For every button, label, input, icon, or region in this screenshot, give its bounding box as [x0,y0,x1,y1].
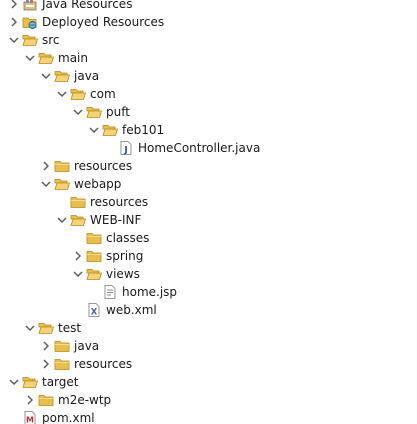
xml-file-icon: X [86,302,102,318]
tree-item[interactable]: java [0,337,417,355]
folder-icon [70,194,86,210]
tree-item[interactable]: classes [0,229,417,247]
tree-item[interactable]: resources [0,193,417,211]
tree-item-label: java [74,339,100,353]
java-resources-icon [22,0,38,12]
tree-item-label: m2e-wtp [58,393,112,407]
chevron-down-icon[interactable] [56,88,68,100]
jsp-file-icon [102,284,118,300]
tree-item[interactable]: views [0,265,417,283]
chevron-right-icon[interactable] [8,16,20,28]
tree-item[interactable]: J HomeController.java [0,139,417,157]
tree-item[interactable]: target [0,373,417,391]
tree-item-label: Deployed Resources [42,15,165,29]
tree-item-label: puft [106,105,130,119]
tree-item-label: views [106,267,140,281]
chevron-right-icon[interactable] [40,160,52,172]
tree-item-label: Java Resources [42,0,133,11]
folder-icon [54,356,70,372]
folder-icon [54,158,70,174]
tree-item[interactable]: home.jsp [0,283,417,301]
tree-item-label: resources [74,357,133,371]
tree-item[interactable]: resources [0,157,417,175]
chevron-down-icon[interactable] [88,124,100,136]
tree-item-label: webapp [74,177,122,191]
folder-open-icon [22,32,38,48]
tree-item-label: java [74,69,100,83]
folder-open-icon [70,86,86,102]
tree-item-label: resources [74,159,133,173]
tree-item-label: test [58,321,82,335]
chevron-right-icon[interactable] [40,358,52,370]
chevron-down-icon[interactable] [40,178,52,190]
chevron-right-icon[interactable] [8,0,20,10]
tree-item[interactable]: resources [0,355,417,373]
tree-item[interactable]: WEB-INF [0,211,417,229]
tree-item-label: WEB-INF [90,213,142,227]
tree-item[interactable]: puft [0,103,417,121]
chevron-down-icon[interactable] [24,52,36,64]
tree-item[interactable]: java [0,67,417,85]
chevron-down-icon[interactable] [40,70,52,82]
folder-open-icon [86,266,102,282]
maven-pom-icon: M [22,410,38,424]
folder-open-icon [102,122,118,138]
folder-open-icon [38,50,54,66]
chevron-right-icon[interactable] [72,250,84,262]
deployed-resources-icon [22,14,38,30]
folder-open-icon [70,212,86,228]
tree-item[interactable]: test [0,319,417,337]
chevron-down-icon[interactable] [72,268,84,280]
tree-item[interactable]: spring [0,247,417,265]
tree-item[interactable]: src [0,31,417,49]
chevron-down-icon[interactable] [24,322,36,334]
tree-item-label: main [58,51,88,65]
tree-item-label: resources [90,195,149,209]
folder-icon [54,338,70,354]
tree-item-label: target [42,375,79,389]
folder-open-icon [54,68,70,84]
tree-item[interactable]: feb101 [0,121,417,139]
tree-item[interactable]: m2e-wtp [0,391,417,409]
chevron-right-icon[interactable] [40,340,52,352]
chevron-down-icon[interactable] [56,214,68,226]
folder-icon [86,248,102,264]
tree-item-label: web.xml [106,303,157,317]
tree-item-label: home.jsp [122,285,178,299]
chevron-right-icon[interactable] [24,394,36,406]
tree-item-label: pom.xml [42,411,95,424]
folder-open-icon [86,104,102,120]
tree-item[interactable]: main [0,49,417,67]
tree-item-label: HomeController.java [138,141,261,155]
folder-open-icon [22,374,38,390]
svg-text:M: M [26,416,34,424]
svg-text:X: X [91,308,98,318]
tree-item[interactable]: webapp [0,175,417,193]
java-file-icon: J [118,140,134,156]
tree-item-label: classes [106,231,150,245]
chevron-down-icon[interactable] [8,376,20,388]
tree-item[interactable]: com [0,85,417,103]
tree-item[interactable]: Java Resources [0,0,417,13]
tree-item-label: src [42,33,60,47]
folder-open-icon [54,176,70,192]
folder-open-icon [38,320,54,336]
tree-item[interactable]: Deployed Resources [0,13,417,31]
folder-icon [86,230,102,246]
tree-item-label: com [90,87,116,101]
folder-icon [38,392,54,408]
chevron-down-icon[interactable] [72,106,84,118]
tree-item-label: feb101 [122,123,165,137]
svg-text:J: J [123,146,127,156]
tree-item-label: spring [106,249,144,263]
chevron-down-icon[interactable] [8,34,20,46]
